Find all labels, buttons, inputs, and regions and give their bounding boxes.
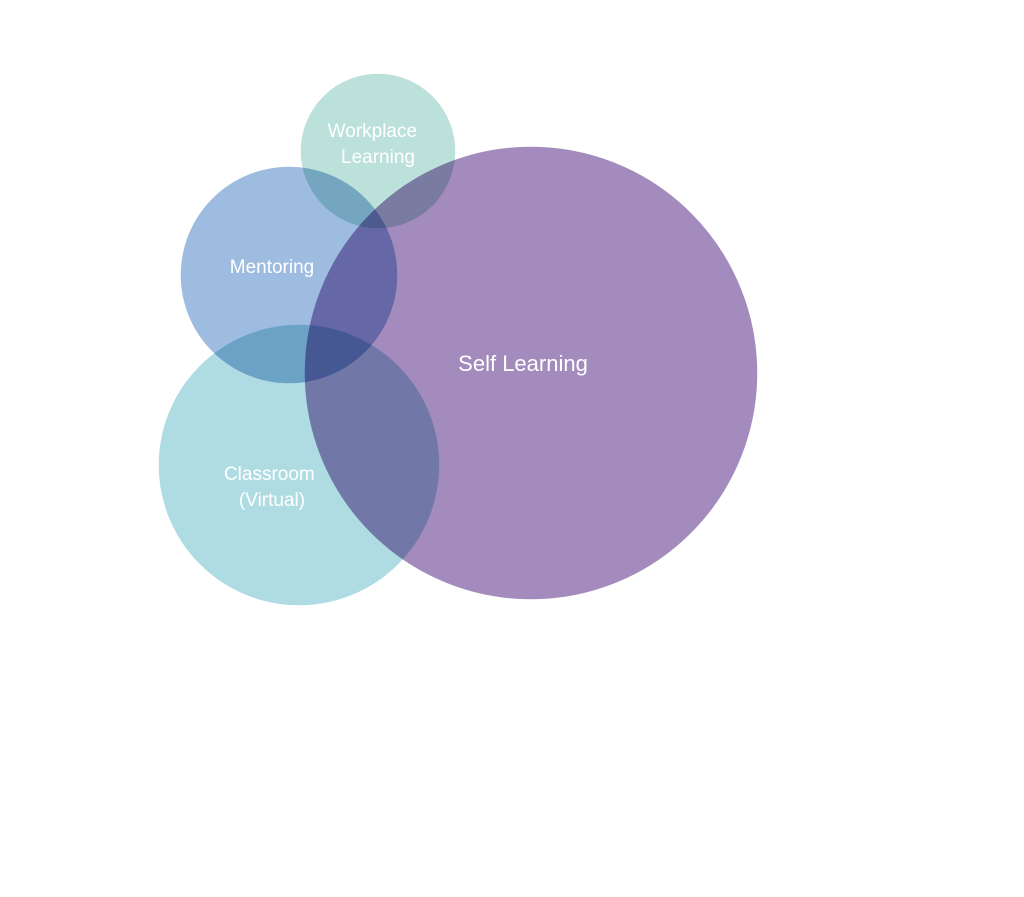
label-classroom-line-2: (Virtual) xyxy=(239,490,305,511)
label-mentoring: Mentoring xyxy=(230,257,315,278)
circle-self-learning xyxy=(303,145,759,601)
label-classroom-virtual: Classroom (Virtual) xyxy=(224,464,320,511)
circles-group xyxy=(157,72,759,607)
label-self-learning: Self Learning xyxy=(458,351,588,376)
label-workplace-line-2: Learning xyxy=(341,147,415,168)
label-workplace-line-1: Workplace xyxy=(328,121,417,142)
label-self-learning-line-1: Self Learning xyxy=(458,351,588,376)
label-mentoring-line-1: Mentoring xyxy=(230,257,315,278)
label-workplace-learning: Workplace Learning xyxy=(328,121,423,168)
label-classroom-line-1: Classroom xyxy=(224,464,315,485)
labels-group: Workplace Learning Mentoring Classroom (… xyxy=(224,121,588,511)
